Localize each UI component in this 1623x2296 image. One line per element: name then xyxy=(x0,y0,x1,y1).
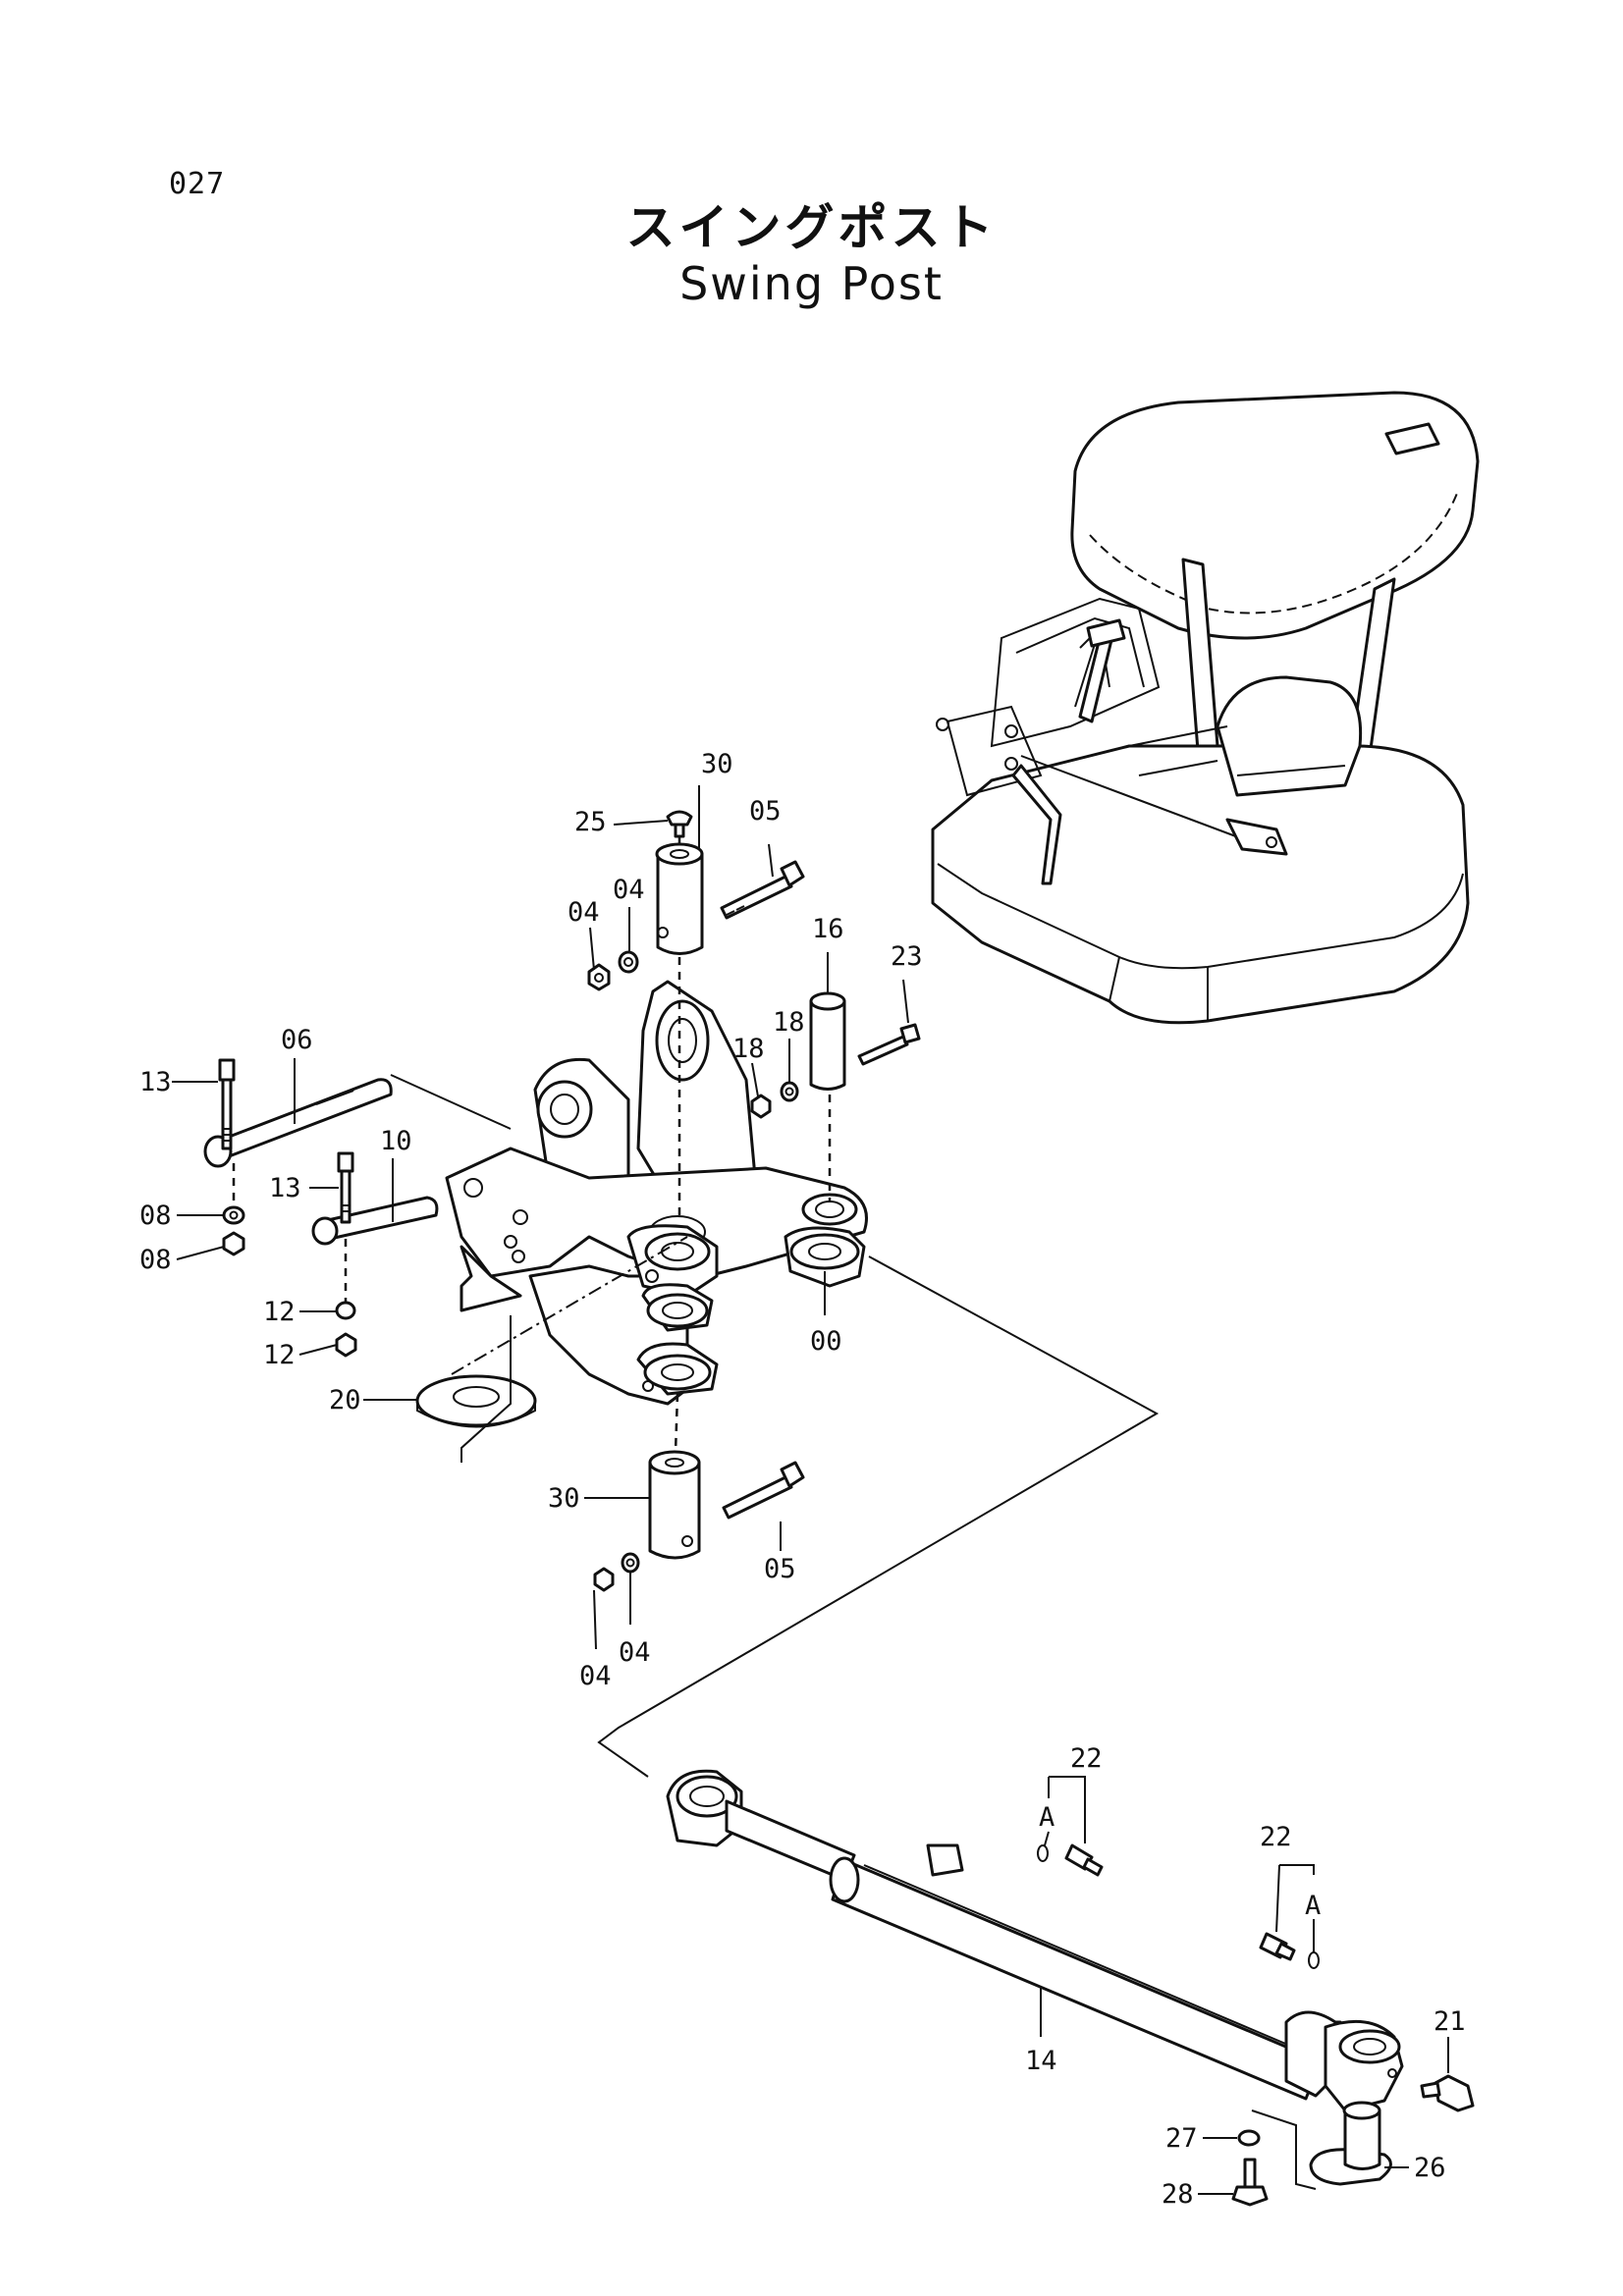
callout-20: 20 xyxy=(329,1385,361,1415)
callout-04-upper-left: 04 xyxy=(568,897,600,928)
upper-collar-30 xyxy=(655,842,704,955)
callout-30-upper: 30 xyxy=(701,749,733,779)
leader-lines xyxy=(172,785,1449,2195)
lower-collar-30 xyxy=(648,1450,701,1560)
callout-06: 06 xyxy=(281,1025,313,1055)
callout-30-lower: 30 xyxy=(548,1483,580,1514)
grease-fitting-25 xyxy=(666,810,693,838)
upper-washer-nut-04 xyxy=(587,950,639,991)
assembly-lines xyxy=(232,836,1317,2190)
callout-21: 21 xyxy=(1434,2006,1466,2037)
callout-a-right: A xyxy=(1305,1891,1321,1921)
callout-22-left: 22 xyxy=(1070,1743,1103,1774)
washer-nut-12 xyxy=(335,1301,357,1358)
callout-16: 16 xyxy=(812,914,844,944)
swing-post-bracket xyxy=(445,980,868,1406)
fitting-22-left xyxy=(1064,1843,1104,1877)
pin-06 xyxy=(203,1078,393,1168)
callout-28: 28 xyxy=(1162,2179,1194,2210)
callout-18-left: 18 xyxy=(732,1034,765,1064)
cylinder-accessories xyxy=(1037,1843,1475,2207)
callout-a-left: A xyxy=(1039,1802,1055,1833)
grease-nipple-21 xyxy=(1420,2074,1475,2112)
pins-and-fasteners xyxy=(203,810,921,1592)
callout-18-right: 18 xyxy=(773,1007,805,1038)
callout-08-lower: 08 xyxy=(139,1245,172,1275)
lower-washer-nut-04 xyxy=(593,1552,640,1592)
washer-nut-18 xyxy=(750,1081,799,1119)
callout-23: 23 xyxy=(891,941,923,972)
washer-27 xyxy=(1237,2129,1261,2147)
bolt-13-lower xyxy=(337,1151,354,1224)
callout-00: 00 xyxy=(810,1326,842,1357)
callout-12-lower: 12 xyxy=(263,1340,296,1370)
callout-14: 14 xyxy=(1025,2046,1057,2076)
bolt-23 xyxy=(857,1023,921,1066)
page-title-english: Swing Post xyxy=(679,257,944,310)
callout-12-upper: 12 xyxy=(263,1297,296,1327)
pin-10 xyxy=(311,1196,439,1246)
callout-labels: 30 25 05 04 04 16 23 18 18 13 06 13 10 0… xyxy=(139,749,1466,2210)
fitting-22-right xyxy=(1259,1932,1296,1961)
o-ring-a-left xyxy=(1037,1844,1049,1862)
callout-05-lower: 05 xyxy=(764,1554,796,1584)
o-ring-a-right xyxy=(1308,1951,1320,1969)
callout-04-lower-right: 04 xyxy=(619,1637,651,1668)
page-title-japanese: スイングポスト xyxy=(625,199,998,256)
stopper-plate-26 xyxy=(1309,2101,1392,2186)
washer-nut-08 xyxy=(222,1205,245,1256)
callout-10: 10 xyxy=(380,1126,412,1156)
bolt-13-upper xyxy=(218,1058,236,1150)
bolt-28 xyxy=(1231,2158,1269,2207)
callout-08-upper: 08 xyxy=(139,1201,172,1231)
swing-cylinder-14 xyxy=(666,1769,1404,2112)
callout-26: 26 xyxy=(1414,2153,1446,2183)
callout-27: 27 xyxy=(1165,2123,1198,2154)
callout-22-right: 22 xyxy=(1260,1822,1292,1852)
thrust-washer-20 xyxy=(415,1374,537,1428)
callout-04-lower-left: 04 xyxy=(579,1661,612,1691)
callout-25: 25 xyxy=(574,807,607,837)
upper-bolt-05 xyxy=(720,860,805,920)
callout-13-upper: 13 xyxy=(139,1067,172,1097)
callout-04-upper-right: 04 xyxy=(613,875,645,905)
callout-05-upper: 05 xyxy=(749,796,782,827)
page-number: 027 xyxy=(169,167,226,201)
pin-16 xyxy=(809,991,846,1091)
excavator-machine-illustration xyxy=(931,391,1480,1025)
lower-bolt-05 xyxy=(722,1461,805,1520)
callout-13-lower: 13 xyxy=(269,1173,301,1203)
